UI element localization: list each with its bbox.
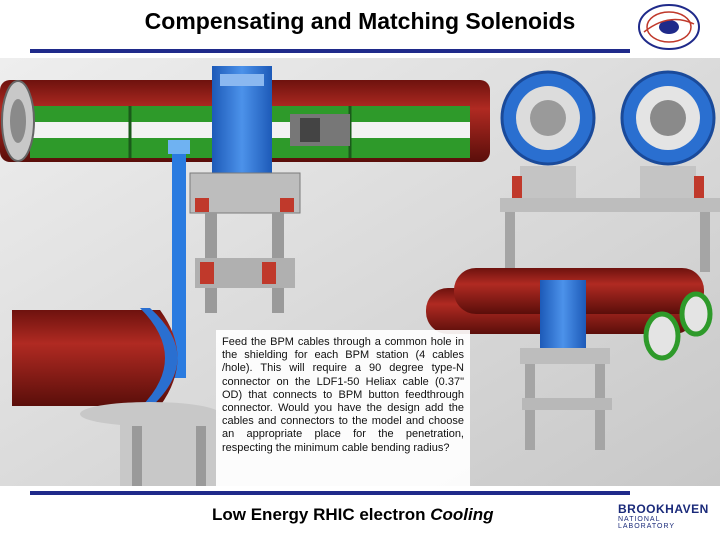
slide-title: Compensating and Matching Solenoids (144, 8, 576, 34)
long-solenoid-assembly (0, 66, 490, 176)
short-solenoid-assembly (426, 268, 713, 450)
footer-main-text: Low Energy RHIC electron (212, 505, 431, 524)
solenoid-cad-figure (0, 58, 720, 486)
end-view-assembly (500, 70, 720, 272)
footer-italic-text: Cooling (430, 505, 494, 524)
footer-subtitle: Low Energy RHIC electron Cooling (212, 505, 493, 525)
brookhaven-logo-top: BROOKHAVEN (618, 502, 709, 516)
design-note-text: Feed the BPM cables through a common hol… (222, 336, 464, 454)
footer-rule (30, 491, 630, 495)
doe-office-seal-logo (638, 4, 700, 50)
note-panel (216, 330, 470, 486)
vertical-pipe (172, 148, 186, 378)
left-support-stand (189, 172, 301, 313)
brookhaven-logo-bottom: NATIONAL LABORATORY (618, 516, 676, 530)
brookhaven-logo: BROOKHAVEN NATIONAL LABORATORY (618, 502, 720, 532)
title-rule (30, 49, 630, 53)
large-solenoid-assembly (12, 308, 220, 486)
